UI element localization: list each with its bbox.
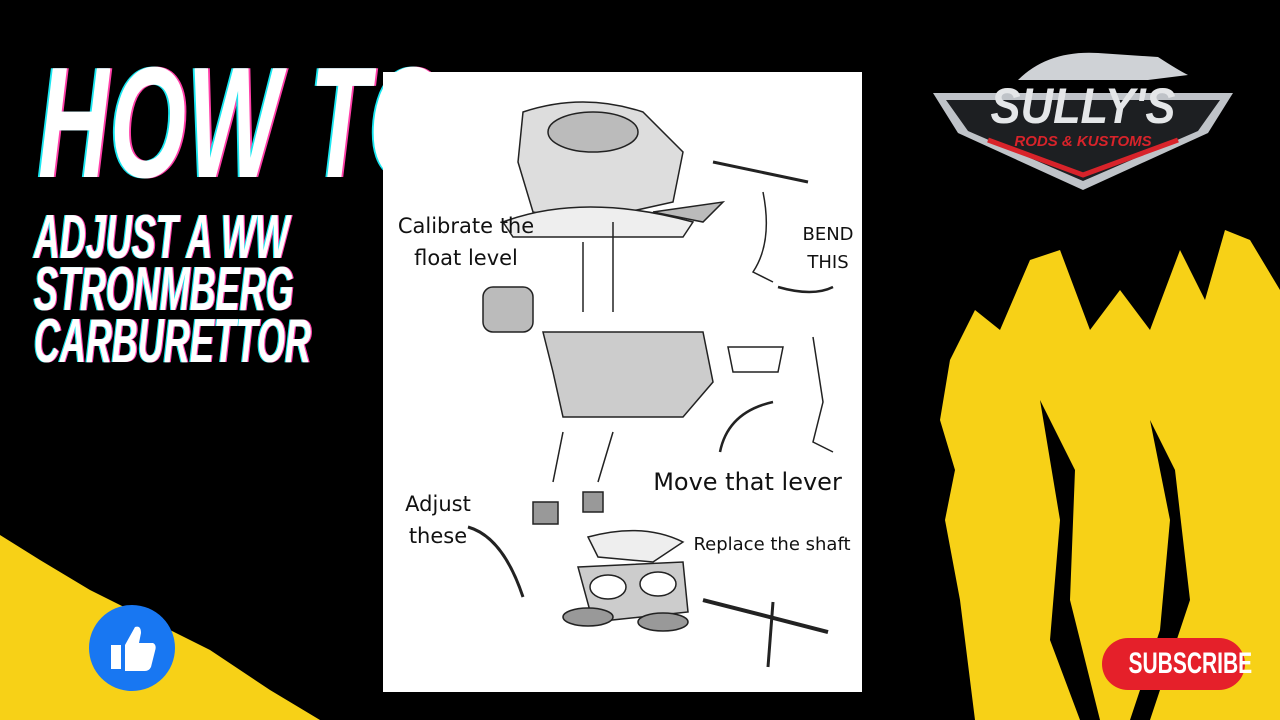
logo-name: SULLY'S — [990, 78, 1176, 134]
thumbs-up-icon — [111, 626, 156, 671]
logo-tagline: RODS & KUSTOMS — [1014, 133, 1152, 150]
annotation-bend-line1: BEND — [802, 224, 854, 245]
annotation-adjust-line1: Adjust — [405, 492, 471, 516]
diagram-drawing — [467, 101, 834, 668]
annotation-calibrate-line1: Calibrate the — [397, 214, 535, 238]
sullys-logo: SULLY'S RODS & KUSTOMS — [928, 45, 1238, 195]
annotation-replace-shaft: Replace the shaft — [693, 534, 851, 555]
like-button[interactable] — [89, 605, 175, 691]
annotation-bend-line2: THIS — [807, 252, 849, 273]
title-line-2: ADJUST A WW — [34, 203, 290, 272]
title-line-4: CARBURETTOR — [34, 307, 312, 376]
logo-badge — [933, 52, 1233, 190]
annotation-move-lever: Move that lever — [653, 468, 842, 496]
annotation-calibrate-line2: float level — [414, 246, 518, 270]
carburettor-exploded-diagram: Calibrate the float level BEND THIS Move… — [383, 72, 862, 692]
title-how-to: HOW TO — [38, 35, 447, 211]
title-line-3: STRONMBERG — [34, 255, 294, 324]
brush-right — [940, 230, 1280, 720]
annotation-adjust-line2: these — [408, 524, 468, 548]
subscribe-button[interactable]: SUBSCRIBE — [1102, 638, 1252, 690]
brush-gap — [1040, 400, 1100, 720]
subscribe-label: SUBSCRIBE — [1128, 647, 1253, 680]
